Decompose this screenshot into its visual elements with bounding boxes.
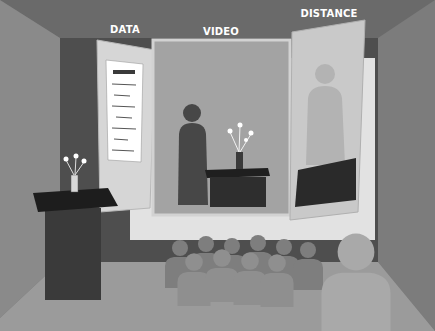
document-line (112, 106, 135, 107)
panel-shape (150, 26, 292, 218)
podium-vase (71, 175, 78, 192)
document-page (106, 60, 143, 162)
audience-member (261, 254, 294, 307)
video-vase (236, 152, 243, 169)
podium-flowers (66, 157, 84, 175)
panel-outline (97, 40, 155, 212)
presenter-body (178, 123, 208, 205)
screen-panel: DISTANCE (288, 8, 370, 222)
panel-outline (153, 40, 290, 215)
ceiling (0, 0, 435, 38)
flower-stem (75, 157, 76, 175)
remote-person-head (315, 64, 335, 84)
blossom (82, 159, 87, 164)
audience-member (234, 252, 267, 305)
blossom (74, 154, 79, 159)
audience-member (293, 242, 323, 290)
flower-stem (66, 160, 74, 175)
audience-back-row (165, 235, 323, 290)
blossom (228, 129, 233, 134)
document-line (112, 128, 136, 129)
document-line (114, 139, 128, 140)
remote-table (295, 158, 356, 207)
remote-person-body (306, 86, 345, 165)
document-lines (112, 84, 136, 151)
left-wall (0, 0, 60, 318)
video-blossoms (228, 123, 254, 143)
video-table (210, 177, 266, 207)
audience-member (191, 236, 221, 284)
foreground-viewer (322, 234, 391, 331)
flower-stem (239, 126, 240, 152)
document-line (116, 117, 132, 118)
flower-stem (230, 132, 239, 152)
podium-body (45, 208, 101, 300)
video-flowers (230, 126, 251, 152)
panel-shape (92, 24, 158, 216)
video-table-top (205, 168, 270, 178)
screen-label: VIDEO (150, 26, 292, 38)
screen-label: DATA (92, 24, 158, 36)
floor-area (0, 262, 435, 331)
blossom (244, 138, 248, 142)
screen-label: DISTANCE (288, 8, 370, 20)
panel-outline (290, 20, 365, 220)
screen-panel: DATA (92, 24, 158, 216)
panel-shape (288, 8, 370, 222)
document-line (114, 95, 130, 96)
audience-member (165, 240, 195, 288)
document-heading-bar (113, 70, 135, 74)
audience-member (178, 253, 211, 306)
podium-blossoms (64, 154, 87, 164)
blossom (249, 131, 254, 136)
blossom (64, 157, 69, 162)
flower-stem (75, 162, 84, 175)
podium-top (33, 188, 118, 212)
presenter-head (183, 104, 201, 122)
flower-stem (240, 134, 251, 152)
audience-member (243, 235, 273, 283)
audience-member (217, 238, 247, 286)
document-line (112, 84, 136, 85)
screen-panel: VIDEO (150, 26, 292, 218)
blossom (238, 123, 243, 128)
audience-front-row (178, 249, 294, 307)
audience-member (269, 239, 299, 287)
audience-member (206, 249, 239, 302)
document-line (112, 150, 134, 151)
